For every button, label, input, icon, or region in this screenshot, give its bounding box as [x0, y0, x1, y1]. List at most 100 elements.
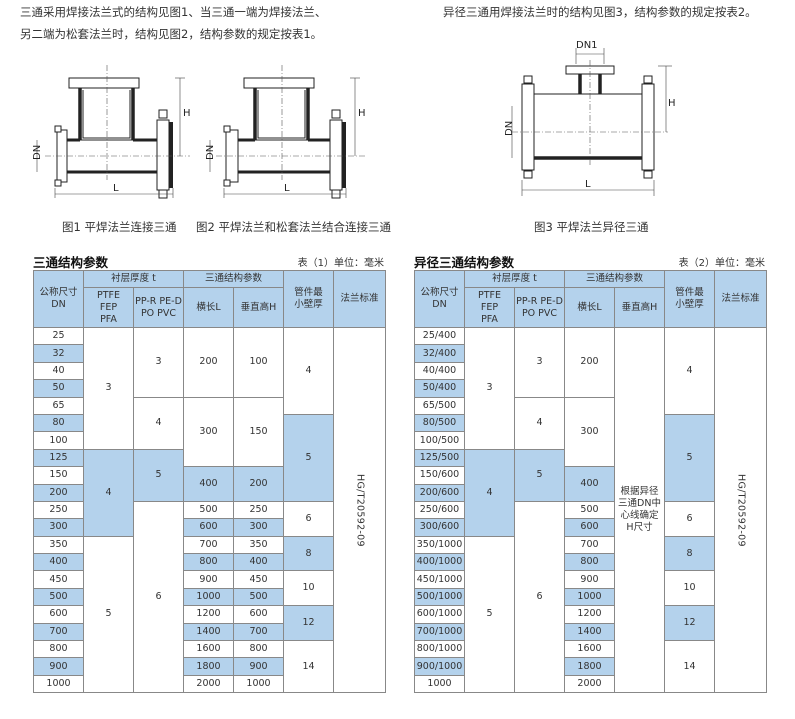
- t2-dn: 200/600: [414, 483, 465, 502]
- t1-head-lining: 衬层厚度 t: [83, 270, 184, 288]
- t1-ptfe: 4: [83, 448, 134, 537]
- t1-dn: 450: [33, 570, 84, 589]
- t1-l: 1400: [183, 622, 234, 642]
- t1-h: 400: [232, 553, 285, 572]
- t1-ppr: 4: [133, 396, 184, 450]
- t1-l: 800: [183, 553, 234, 572]
- fig2-l-label: L: [284, 183, 290, 194]
- t2-l: 700: [564, 535, 615, 555]
- t1-h: 900: [232, 657, 285, 676]
- t2-l: 200: [564, 327, 615, 398]
- t1-l: 1200: [183, 605, 234, 624]
- table-2-title: 异径三通结构参数: [414, 255, 515, 270]
- t1-dn: 200: [33, 483, 84, 502]
- t2-dn: 900/1000: [414, 657, 465, 676]
- t2-ppr: 5: [514, 448, 565, 502]
- t1-l: 600: [183, 518, 234, 537]
- t2-dn: 350/1000: [414, 535, 465, 555]
- fig2-dn-label: DN: [205, 145, 216, 160]
- t1-dn: 100: [33, 431, 84, 450]
- t1-head-flange: 法兰标准: [333, 270, 387, 328]
- t2-dn: 100/500: [414, 431, 465, 450]
- t2-dn: 150/600: [414, 466, 465, 485]
- t2-l: 2000: [564, 674, 615, 694]
- figure-1-drawing: H DN L: [32, 65, 191, 199]
- t2-l: 1600: [564, 640, 615, 659]
- t1-h: 350: [232, 535, 285, 555]
- t1-dn: 600: [33, 605, 84, 624]
- t2-head-wall: 管件最小壁厚: [664, 270, 716, 328]
- t1-l: 300: [183, 396, 234, 468]
- t1-wall: 14: [283, 640, 335, 694]
- t2-l: 1800: [564, 657, 615, 676]
- t1-dn: 700: [33, 622, 84, 642]
- t1-wall: 4: [283, 327, 335, 415]
- t2-dn: 32/400: [414, 344, 465, 363]
- t2-head-struct: 三通结构参数: [563, 270, 666, 288]
- t2-dn: 40/400: [414, 361, 465, 381]
- t2-dn: 50/400: [414, 379, 465, 398]
- t2-l: 300: [564, 396, 615, 468]
- t1-l: 500: [183, 500, 234, 520]
- fig3-l-label: L: [585, 179, 591, 190]
- intro-left-line-2: 另二端为松套法兰时，结构见图2，结构参数的规定按表1。: [20, 27, 323, 41]
- t1-flange-std: HG/T20592-09: [333, 326, 387, 694]
- t1-wall: 12: [283, 605, 335, 642]
- t2-dn: 65/500: [414, 396, 465, 415]
- t2-dn: 700/1000: [414, 622, 465, 642]
- t2-wall: 6: [664, 500, 716, 537]
- t1-l: 1000: [183, 587, 234, 607]
- t1-dn: 1000: [33, 674, 84, 694]
- t1-h: 100: [232, 327, 285, 398]
- t2-ppr: 3: [514, 327, 565, 398]
- t2-flange-std: HG/T20592-09: [714, 326, 768, 694]
- table-1-title: 三通结构参数: [33, 255, 109, 270]
- fig2-h-label: H: [358, 108, 366, 119]
- t1-dn: 900: [33, 657, 84, 676]
- fig1-h-label: H: [183, 108, 191, 119]
- t1-h: 500: [232, 587, 285, 607]
- t1-head-length: 横长L: [183, 287, 234, 328]
- t2-dn: 25/400: [414, 326, 465, 346]
- t1-dn: 800: [33, 640, 84, 659]
- t2-l: 1000: [564, 587, 615, 607]
- intro-right: 异径三通用焊接法兰时的结构见图3，结构参数的规定按表2。: [443, 1, 783, 23]
- t1-dn: 500: [33, 587, 84, 607]
- t1-l: 1600: [183, 640, 234, 659]
- t2-wall: 10: [664, 570, 716, 607]
- t1-dn: 350: [33, 535, 84, 555]
- t1-l: 200: [183, 327, 234, 398]
- t1-dn: 400: [33, 553, 84, 572]
- t1-ppr: 6: [133, 500, 184, 694]
- t2-dn: 400/1000: [414, 553, 465, 572]
- t2-dn: 500/1000: [414, 587, 465, 607]
- t1-dn: 50: [33, 379, 84, 398]
- t1-l: 900: [183, 570, 234, 589]
- t2-dn: 450/1000: [414, 570, 465, 589]
- t2-head-height: 垂直高H: [613, 287, 666, 328]
- t2-dn: 125/500: [414, 448, 465, 468]
- t1-h: 450: [232, 570, 285, 589]
- t1-dn: 65: [33, 396, 84, 415]
- t1-h: 800: [232, 640, 285, 659]
- t2-ppr: 4: [514, 396, 565, 450]
- t1-h: 200: [232, 466, 285, 502]
- t1-ptfe: 3: [83, 327, 134, 450]
- t2-ppr: 6: [514, 500, 565, 694]
- t1-wall: 6: [283, 500, 335, 537]
- t2-wall: 14: [664, 640, 716, 694]
- fig1-dn-label: DN: [32, 145, 43, 160]
- t1-h: 1000: [232, 674, 285, 694]
- t2-l: 900: [564, 570, 615, 589]
- t2-dn: 80/500: [414, 413, 465, 433]
- t1-dn: 32: [33, 344, 84, 363]
- table-2-unit-note: 表（2）单位：毫米: [678, 258, 765, 269]
- t1-h: 600: [232, 605, 285, 624]
- t1-wall: 8: [283, 535, 335, 572]
